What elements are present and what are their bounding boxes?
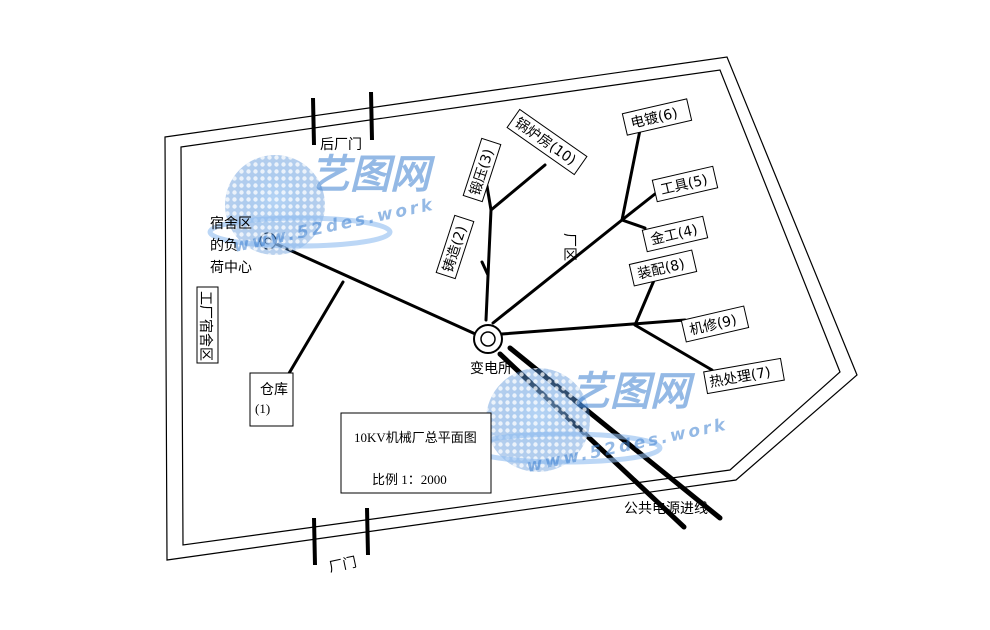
dorm-center-label-3: 荷中心 (210, 260, 252, 276)
tool-node: 工具(5) (651, 165, 719, 203)
watermark-brand-top: 艺图网 (310, 152, 436, 198)
warehouse-label-1: 仓库 (260, 382, 288, 398)
boiler-node: 锅炉房(10) (506, 108, 588, 176)
front-gate-post-right (365, 507, 370, 556)
factory-dorm-box (196, 286, 219, 364)
distribution-lines (272, 128, 714, 377)
public-line-label: 公共电源进线 (624, 501, 708, 517)
back-gate-label: 后厂门 (320, 137, 362, 153)
metalwork-node: 金工(4) (641, 215, 709, 253)
substation-symbol (473, 324, 503, 354)
dorm-center-label-2: 的负 (210, 238, 238, 254)
casting-node: 铸造(2) (435, 214, 475, 280)
boiler-label: 锅炉房(10) (512, 115, 579, 169)
repair-node: 机修(9) (680, 305, 750, 343)
factory-boundary-inner (180, 69, 841, 546)
front-gate-post-left (312, 517, 317, 566)
scale-text: 比例 1：2000 (372, 472, 447, 487)
substation-label: 变电所 (470, 361, 512, 377)
title-text: 10KV机械厂总平面图 (354, 430, 477, 445)
forging-node: 锻压(3) (462, 137, 502, 203)
watermark-top: 艺图网 www.52des.work (207, 152, 437, 257)
heat-treat-node: 热处理(7) (703, 357, 785, 395)
title-box (340, 412, 492, 494)
front-gate-label: 厂门 (328, 554, 359, 575)
watermark-bottom: 艺图网 www.52des.work (467, 368, 730, 477)
warehouse-label-2: (1) (255, 401, 270, 416)
factory-dorm-label: 工厂宿舍区 (197, 291, 214, 361)
factory-boundary-outer (164, 56, 858, 561)
warehouse-box (249, 372, 294, 427)
dorm-center-label-1: 宿舍区 (210, 215, 252, 232)
assembly-node: 装配(8) (628, 249, 698, 287)
back-gate-post-right (369, 91, 374, 141)
back-gate-post-left (311, 97, 316, 146)
plating-node: 电镀(6) (621, 98, 693, 136)
factory-area-label: 厂区 (561, 233, 577, 261)
watermark-brand-bottom: 艺图网 (570, 369, 696, 415)
